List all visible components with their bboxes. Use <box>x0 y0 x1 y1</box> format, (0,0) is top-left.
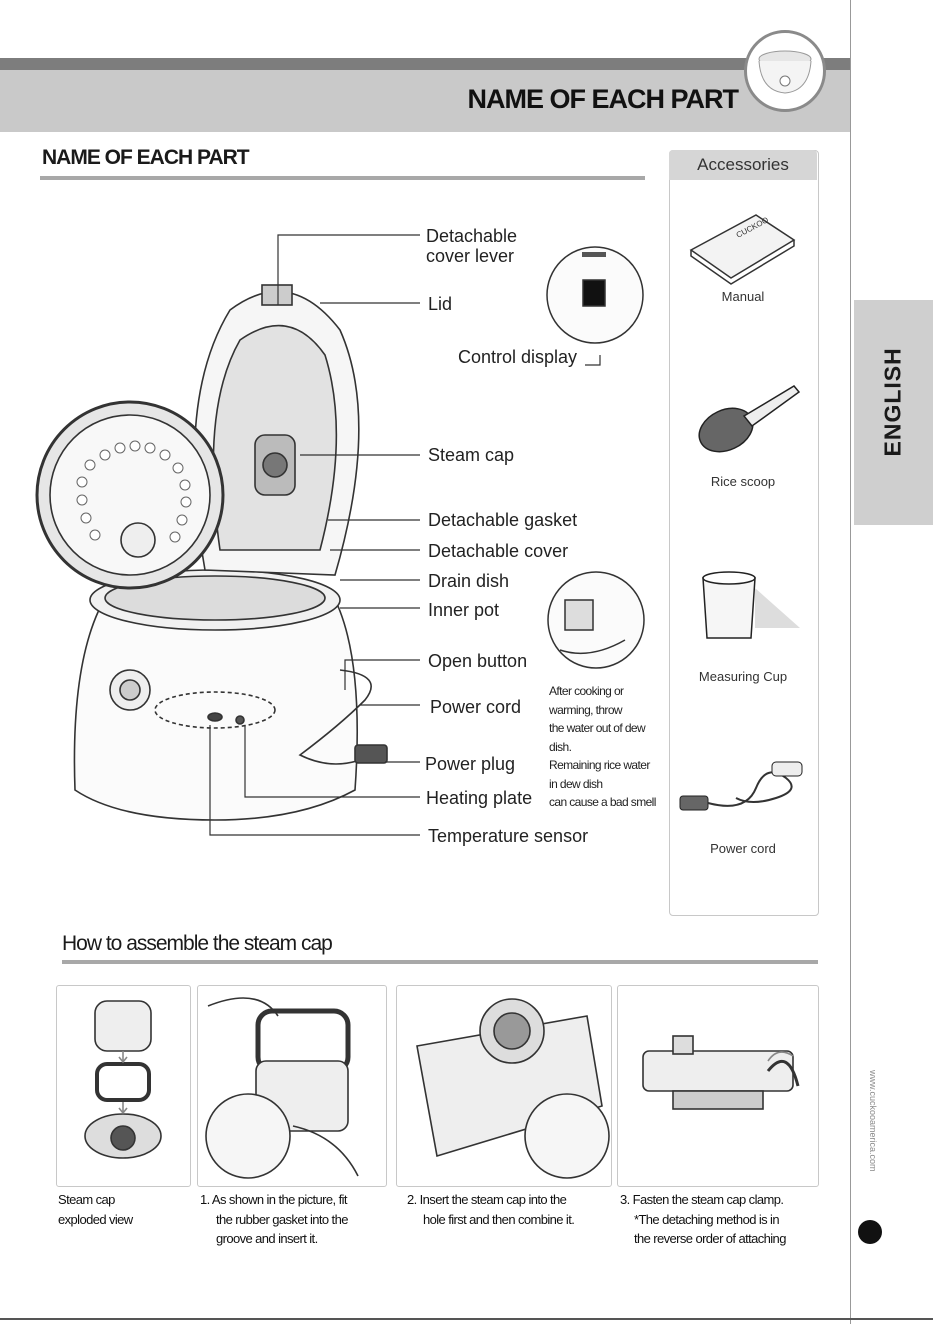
label-steam-cap: Steam cap <box>428 445 514 465</box>
accessory-manual: Manual <box>669 289 817 304</box>
page-marker <box>858 1220 882 1244</box>
caption-line: 2. Insert the steam cap into the <box>407 1190 617 1210</box>
label-detachable-cover-lever: Detachable cover lever <box>426 226 517 266</box>
caption-line: exploded view <box>58 1210 193 1230</box>
label-heating-plate: Heating plate <box>426 788 532 808</box>
step-3-image <box>617 985 819 1187</box>
note-line: After cooking or <box>549 682 665 701</box>
header-top-rule <box>0 58 850 70</box>
caption-line: 1. As shown in the picture, fit <box>200 1190 390 1210</box>
caption-line: 3. Fasten the steam cap clamp. <box>620 1190 820 1210</box>
note-line: warming, throw <box>549 701 665 720</box>
note-line: Remaining rice water <box>549 756 665 775</box>
step-0-image <box>56 985 191 1187</box>
note-line: in dew dish <box>549 775 665 794</box>
label-power-cord: Power cord <box>430 697 521 717</box>
caption-line: the reverse order of attaching <box>620 1229 820 1249</box>
measuring-cup-icon <box>695 568 805 648</box>
step-2-caption: 2. Insert the steam cap into the hole fi… <box>407 1190 617 1229</box>
note-line: can cause a bad smell <box>549 793 665 812</box>
accessory-rice-scoop: Rice scoop <box>669 474 817 489</box>
bottom-rule <box>0 1318 933 1320</box>
label-inner-pot: Inner pot <box>428 600 499 620</box>
page-title: NAME OF EACH PART <box>468 84 739 115</box>
label-open-button: Open button <box>428 651 527 671</box>
margin-divider <box>850 0 851 1324</box>
label-detachable-cover: Detachable cover <box>428 541 568 561</box>
label-lid: Lid <box>428 294 452 314</box>
caption-line: hole first and then combine it. <box>407 1210 617 1230</box>
caption-line: *The detaching method is in <box>620 1210 820 1230</box>
rice-cooker-badge-icon <box>744 30 826 112</box>
accessory-power-cord: Power cord <box>669 841 817 856</box>
website-url: www.cuckooamerica.com <box>868 1070 878 1170</box>
section-title: NAME OF EACH PART <box>42 146 249 170</box>
note-line: the water out of dew <box>549 719 665 738</box>
label-power-plug: Power plug <box>425 754 515 774</box>
caption-line: the rubber gasket into the <box>200 1210 390 1230</box>
drain-dish-note: After cooking or warming, throw the wate… <box>549 682 665 812</box>
step-3-caption: 3. Fasten the steam cap clamp. *The deta… <box>620 1190 820 1249</box>
accessories-title: Accessories <box>669 150 817 180</box>
label-line: Detachable <box>426 226 517 246</box>
accessory-measuring-cup: Measuring Cup <box>669 669 817 684</box>
label-line: cover lever <box>426 246 517 266</box>
label-detachable-gasket: Detachable gasket <box>428 510 577 530</box>
step-2-image <box>396 985 612 1187</box>
note-line: dish. <box>549 738 665 757</box>
caption-line: Steam cap <box>58 1190 193 1210</box>
step-0-caption: Steam cap exploded view <box>58 1190 193 1229</box>
power-cord-icon <box>676 758 811 820</box>
label-temperature-sensor: Temperature sensor <box>428 826 588 846</box>
assemble-rule <box>62 960 818 964</box>
caption-line: groove and insert it. <box>200 1229 390 1249</box>
label-drain-dish: Drain dish <box>428 571 509 591</box>
step-1-caption: 1. As shown in the picture, fit the rubb… <box>200 1190 390 1249</box>
manual-icon: CUCKOO <box>686 210 800 285</box>
assemble-title: How to assemble the steam cap <box>62 932 332 956</box>
label-control-display: Control display <box>458 347 577 367</box>
language-tab-label: ENGLISH <box>880 361 907 457</box>
rice-scoop-icon <box>694 378 804 458</box>
step-1-image <box>197 985 387 1187</box>
